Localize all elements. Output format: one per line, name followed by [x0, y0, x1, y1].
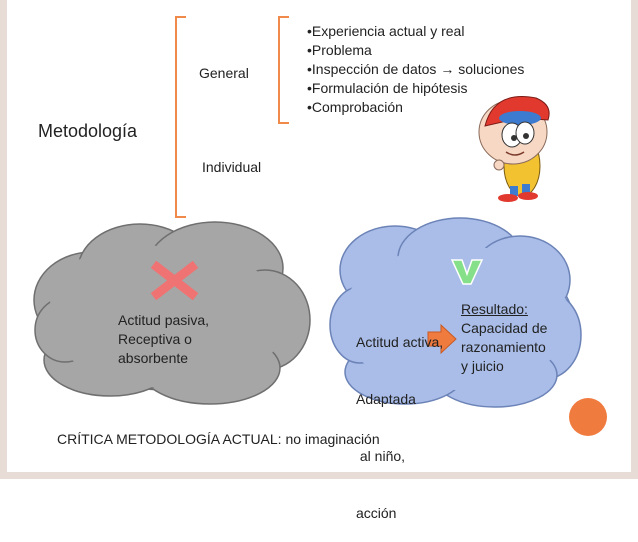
result-line: Capacidad de [461, 320, 548, 336]
individual-label: Individual [202, 159, 262, 175]
frame-bottom [0, 472, 638, 479]
critique-text: CRÍTICA METODOLOGÍA ACTUAL: no imaginaci… [57, 431, 380, 447]
inner-bracket [278, 16, 289, 124]
active-line: al niño, [356, 448, 406, 464]
frame-right [631, 0, 638, 479]
bullet-item: •Inspección de datos → soluciones [307, 61, 525, 77]
general-label: General [199, 65, 249, 81]
orange-arrow [427, 323, 457, 355]
outer-bracket [175, 16, 186, 218]
general-bullet-list: •Experiencia actual y real •Problema •In… [307, 22, 524, 117]
frame-left [0, 0, 7, 479]
active-line: acción [356, 505, 397, 521]
active-attitude-text: Actitud activa, Adaptada al niño, acción [356, 295, 443, 542]
check-icon [450, 259, 484, 285]
passive-attitude-text: Actitud pasiva, Receptiva o absorbente [118, 311, 209, 368]
bullet-item: •Comprobación [307, 99, 403, 115]
methodology-title: Metodología [38, 121, 138, 141]
result-text: Resultado: Capacidad de razonamiento y j… [461, 300, 547, 376]
passive-line: absorbente [118, 350, 189, 366]
cross-icon [150, 260, 199, 301]
decorative-dot [569, 398, 607, 436]
active-line: Adaptada [356, 391, 416, 407]
bullet-item: •Formulación de hipótesis [307, 80, 468, 96]
passive-line: Actitud pasiva, [118, 312, 210, 328]
result-line: y juicio [461, 358, 504, 374]
active-line: Actitud activa, [356, 334, 444, 350]
bullet-item: •Problema [307, 42, 372, 58]
result-title: Resultado: [461, 301, 528, 317]
cartoon-character-illustration [478, 96, 550, 202]
passive-line: Receptiva o [118, 331, 192, 347]
bullet-item: •Experiencia actual y real [307, 23, 465, 39]
result-line: razonamiento [461, 339, 546, 355]
diagram-canvas [33, 16, 582, 408]
